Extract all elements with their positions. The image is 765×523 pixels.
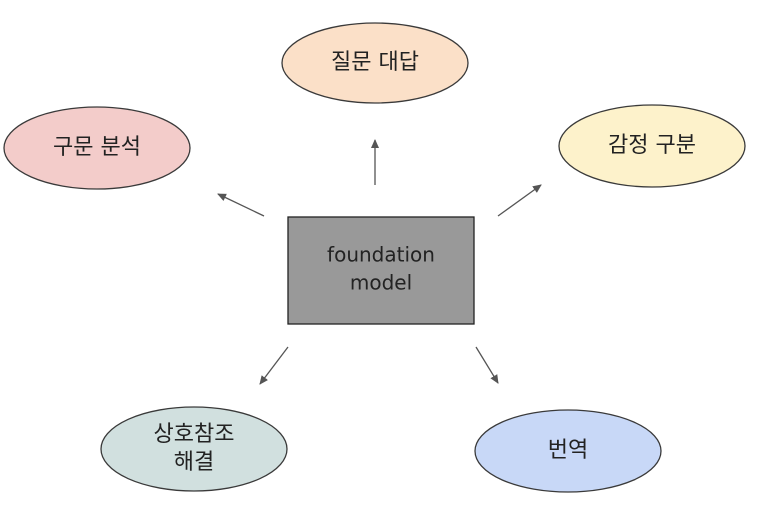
label-line: 번역 xyxy=(548,438,588,463)
foundation-model-rect xyxy=(287,216,475,325)
question-answering-ellipse xyxy=(281,22,469,104)
label-line: 구문 분석 xyxy=(53,135,141,160)
syntax-analysis-label: 구문 분석 xyxy=(53,135,141,160)
coreference-resolution-ellipse xyxy=(100,406,288,492)
arrow-to-syntax-analysis xyxy=(217,193,265,217)
translation-ellipse xyxy=(474,409,662,493)
label-line: 해결 xyxy=(174,450,214,475)
task-translation: 번역 xyxy=(474,409,662,493)
arrow-to-translation xyxy=(475,346,499,384)
task-syntax-analysis: 구문 분석 xyxy=(3,106,191,190)
label-line: 상호참조 xyxy=(154,422,235,447)
syntax-analysis-ellipse xyxy=(3,106,191,190)
question-answering-label: 질문 대답 xyxy=(331,50,419,75)
sentiment-classification-label: 감정 구분 xyxy=(608,133,696,158)
label-line: foundation xyxy=(327,243,435,267)
translation-label: 번역 xyxy=(548,438,588,463)
sentiment-classification-ellipse xyxy=(558,104,746,188)
task-question-answering: 질문 대답 xyxy=(281,22,469,104)
arrow-to-sentiment-classification xyxy=(497,184,542,217)
label-line: model xyxy=(350,271,412,295)
task-sentiment-classification: 감정 구분 xyxy=(558,104,746,188)
label-line: 감정 구분 xyxy=(608,133,696,158)
foundation-model-label: foundation model xyxy=(327,243,435,295)
arrows xyxy=(217,139,542,385)
foundation-model-box: foundation model xyxy=(287,216,475,325)
label-line: 질문 대답 xyxy=(331,50,419,75)
arrow-to-coreference-resolution xyxy=(259,346,289,385)
